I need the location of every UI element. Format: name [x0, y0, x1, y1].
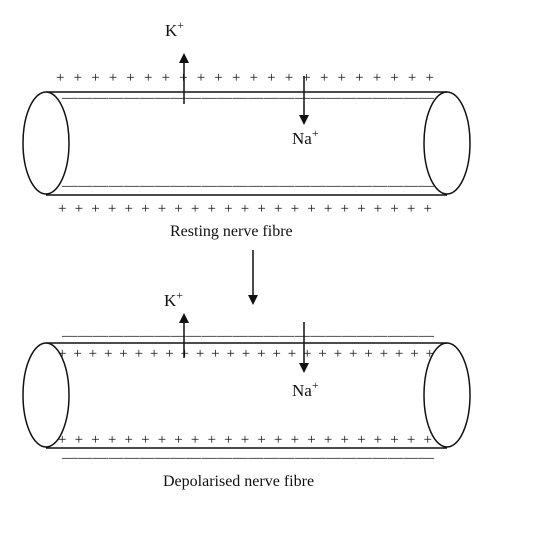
top-inner-bottom-charges: — — — — — — — — — — — — — — — — — — — — … [61, 178, 435, 194]
top-right-end-ellipse [423, 91, 471, 195]
bottom-outer-top-charges: — — — — — — — — — — — — — — — — — — — — … [61, 328, 435, 344]
depolarised-fibre-panel: K+ — — — — — — — — — — — — — — — — — — —… [22, 288, 471, 490]
bottom-inner-bottom-charges: + + + + + + + + + + + + + + + + + + + + … [58, 432, 432, 448]
depolarised-caption: Depolarised nerve fibre [163, 473, 314, 490]
bottom-right-end-ellipse [423, 342, 471, 448]
top-inner-top-charges: — — — — — — — — — — — — — — — — — — — — … [61, 90, 435, 106]
top-outer-bottom-charges: + + + + + + + + + + + + + + + + + + + + … [58, 201, 432, 217]
bottom-k-label: K+ [164, 288, 183, 310]
resting-caption: Resting nerve fibre [170, 223, 293, 240]
resting-fibre-panel: K+ + + + + + + + + + + + + + + + + + + +… [22, 18, 471, 240]
top-na-label: Na+ [292, 126, 319, 148]
bottom-inner-top-charges: + + + + + + + + + + + + + + + + + + + + … [58, 346, 434, 362]
top-left-end-ellipse [22, 91, 70, 195]
top-k-label: K+ [165, 18, 184, 40]
bottom-left-end-ellipse [22, 342, 70, 448]
top-outer-top-charges: + + + + + + + + + + + + + + + + + + + + … [56, 70, 434, 86]
bottom-na-label: Na+ [292, 378, 319, 400]
bottom-outer-bottom-charges: — — — — — — — — — — — — — — — — — — — — … [61, 450, 435, 466]
